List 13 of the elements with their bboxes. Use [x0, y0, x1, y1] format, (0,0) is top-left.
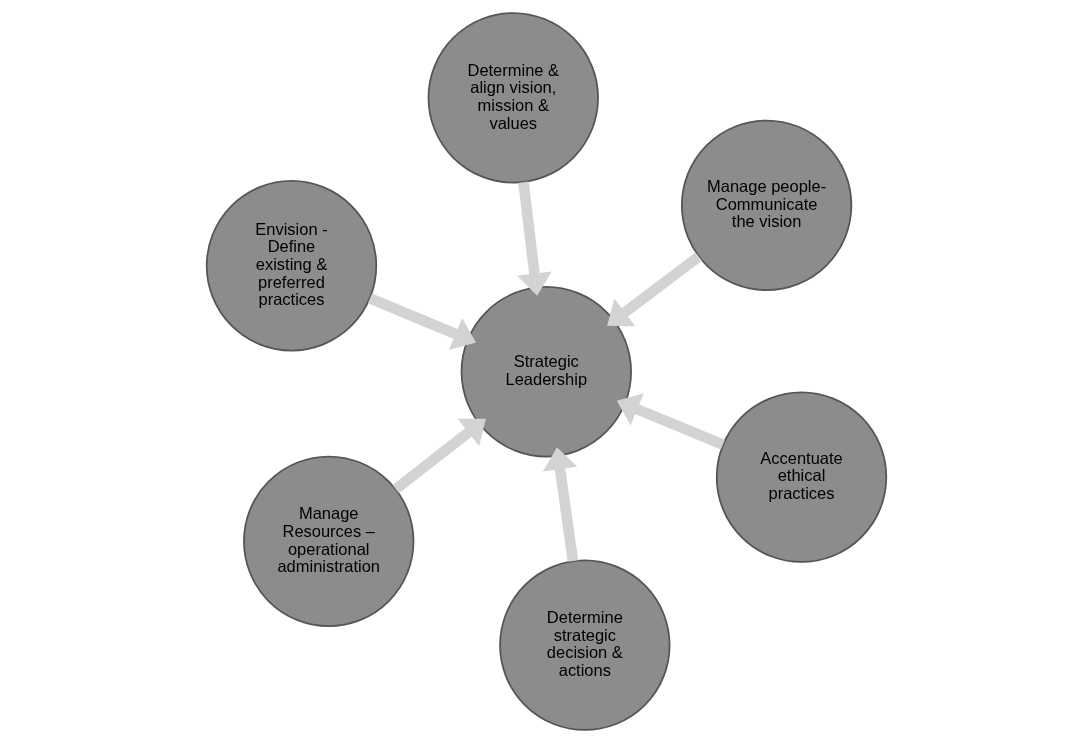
- node-circle: Strategic Leadership: [460, 286, 632, 458]
- node-circle: Envision - Define existing & preferred practices: [205, 180, 377, 352]
- node-circle: Accentuate ethical practices: [715, 391, 887, 563]
- arrow: [606, 252, 702, 327]
- arrow: [542, 447, 578, 562]
- node-circle: Manage people- Communicate the vision: [680, 119, 852, 291]
- arrow: [392, 418, 486, 494]
- node-circle: Manage Resources – operational administration: [242, 455, 414, 627]
- node-circle: Determine strategic decision & actions: [498, 559, 670, 731]
- arrow: [367, 293, 476, 351]
- arrow: [516, 181, 552, 296]
- node-circle: Determine & align vision, mission & values: [427, 12, 599, 184]
- arrow: [616, 393, 725, 450]
